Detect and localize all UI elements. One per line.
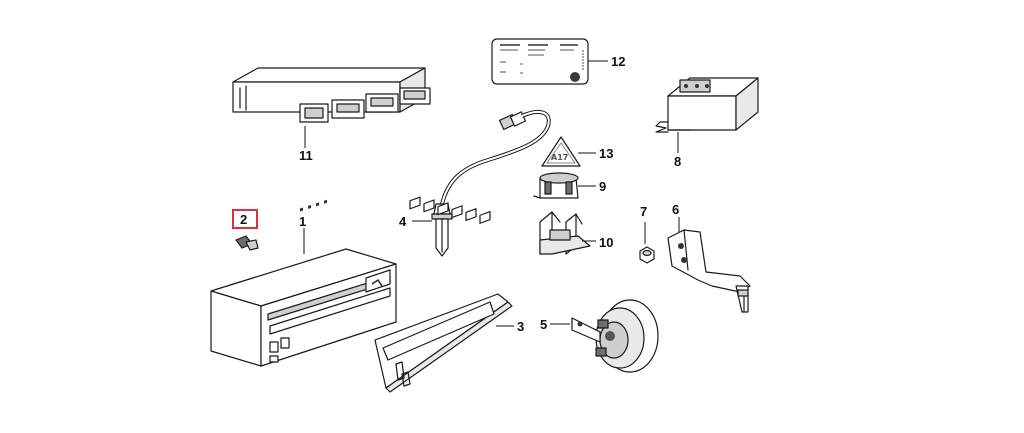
part-11-control-module[interactable] xyxy=(232,67,431,123)
part-3-control-panel[interactable] xyxy=(374,196,513,393)
part-6-mounting-bracket[interactable] xyxy=(667,229,751,313)
radio-display-dots xyxy=(300,199,327,212)
part-9-holder[interactable] xyxy=(533,172,579,199)
part-10-bracket-clip[interactable] xyxy=(539,211,591,255)
callout-10: 10 xyxy=(599,235,613,250)
callout-8: 8 xyxy=(674,154,681,169)
callout-7: 7 xyxy=(640,204,647,219)
callout-1: 1 xyxy=(299,214,306,229)
callout-9: 9 xyxy=(599,179,606,194)
callout-2: 2 xyxy=(240,212,247,227)
callout-12: 12 xyxy=(611,54,625,69)
callout-13: 13 xyxy=(599,146,613,161)
part-2-clip[interactable] xyxy=(235,235,259,251)
part-4-sensor-cable[interactable] xyxy=(431,109,551,257)
callout-5: 5 xyxy=(540,317,547,332)
triangle-logo-text: A17 xyxy=(551,153,568,162)
part-5-horn[interactable] xyxy=(571,299,659,373)
callout-11: 11 xyxy=(299,148,313,163)
part-12-label-plate[interactable] xyxy=(491,38,589,85)
callout-4: 4 xyxy=(399,214,407,229)
part-8-module-bracket[interactable] xyxy=(655,77,759,133)
panel-buttons xyxy=(409,196,491,224)
part-13-triangle-label[interactable]: A17 xyxy=(541,136,581,167)
callout-6: 6 xyxy=(672,202,679,217)
part-7-nut[interactable] xyxy=(639,246,655,264)
callout-3: 3 xyxy=(517,319,524,334)
part-1-radio-unit[interactable] xyxy=(210,199,397,367)
highlight-box xyxy=(232,209,258,229)
